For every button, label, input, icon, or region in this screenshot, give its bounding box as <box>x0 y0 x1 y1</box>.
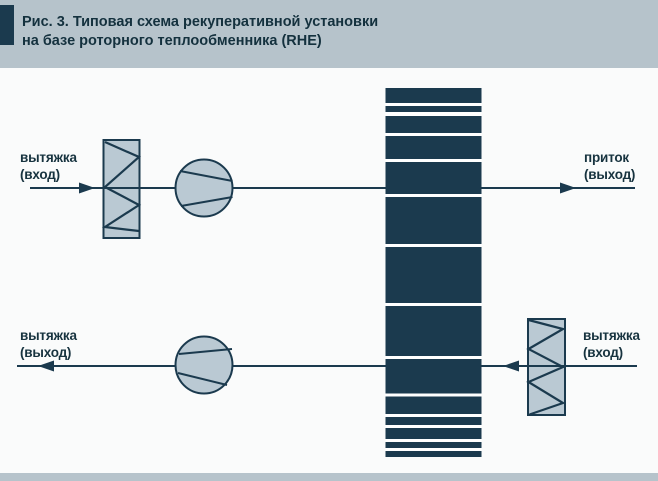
label-top-right-line1: приток <box>584 150 629 165</box>
label-bottom-right: вытяжка (вход) <box>583 327 640 361</box>
label-top-left-line2: (вход) <box>20 167 60 182</box>
label-top-right: приток (выход) <box>584 149 635 183</box>
label-top-left-line1: вытяжка <box>20 150 77 165</box>
fan-circle-icon-bottom <box>174 335 234 395</box>
label-bottom-left-line1: вытяжка <box>20 328 77 343</box>
figure-title: Рис. 3. Типовая схема рекуперативной уст… <box>22 13 582 50</box>
figure-title-line2: на базе роторного теплообменника (RHE) <box>22 32 322 49</box>
header-band <box>0 0 658 68</box>
corner-tab <box>0 5 14 45</box>
label-top-right-line2: (выход) <box>584 167 636 182</box>
label-bottom-left: вытяжка (выход) <box>20 327 77 361</box>
rotary-heat-exchanger-icon <box>385 88 482 457</box>
label-bottom-left-line2: (выход) <box>20 345 72 360</box>
flow-arrow-icon-bottom-right <box>503 360 519 372</box>
label-bottom-right-line1: вытяжка <box>583 328 640 343</box>
flow-arrow-icon-bottom-left <box>38 360 54 372</box>
label-bottom-right-line2: (вход) <box>583 345 623 360</box>
label-top-left: вытяжка (вход) <box>20 149 77 183</box>
flow-arrow-icon-top-right <box>560 182 576 194</box>
flow-arrow-icon-top-left <box>79 182 95 194</box>
footer-band <box>0 473 658 481</box>
figure-title-line1: Рис. 3. Типовая схема рекуперативной уст… <box>22 14 379 30</box>
fan-circle-icon-top <box>174 158 234 218</box>
